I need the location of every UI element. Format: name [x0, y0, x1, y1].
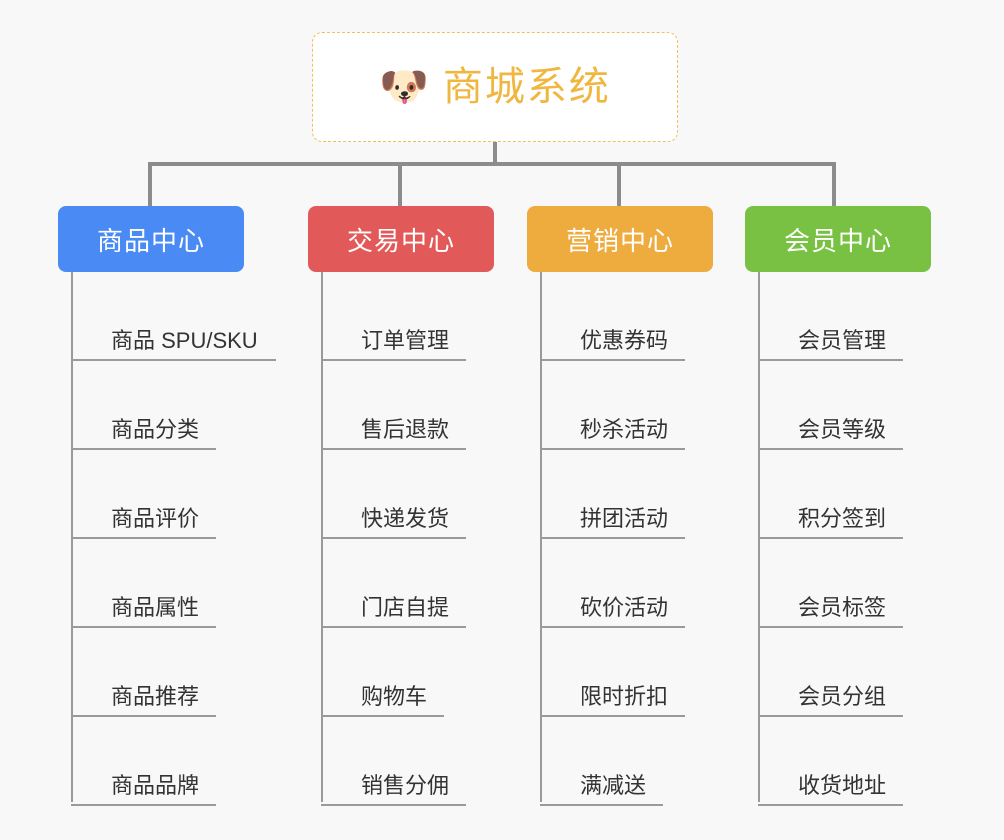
list-item[interactable]: 收货地址	[758, 717, 988, 806]
connector-drop-3	[617, 164, 621, 208]
leaf-column-product-center: 商品 SPU/SKU 商品分类 商品评价 商品属性 商品推荐 商品品牌	[71, 272, 301, 806]
list-item[interactable]: 积分签到	[758, 450, 988, 539]
list-item[interactable]: 商品 SPU/SKU	[71, 272, 301, 361]
root-node-mall-system[interactable]: 🐶 商城系统	[312, 32, 678, 142]
leaf-label: 订单管理	[361, 328, 450, 353]
leaf-rule	[71, 448, 216, 450]
leaf-rule	[71, 715, 216, 717]
leaf-label: 快递发货	[361, 506, 450, 531]
leaf-rule	[758, 359, 903, 361]
leaf-rule	[758, 626, 903, 628]
leaf-column-trade-center: 订单管理 售后退款 快递发货 门店自提 购物车 销售分佣	[321, 272, 551, 806]
list-item[interactable]: 商品属性	[71, 539, 301, 628]
list-item[interactable]: 会员管理	[758, 272, 988, 361]
list-item[interactable]: 销售分佣	[321, 717, 551, 806]
list-item[interactable]: 会员标签	[758, 539, 988, 628]
leaf-rule	[540, 715, 685, 717]
leaf-label: 秒杀活动	[580, 417, 669, 442]
leaf-label: 会员等级	[798, 417, 887, 442]
leaf-label: 拼团活动	[580, 506, 669, 531]
connector-horizontal-bus	[148, 162, 836, 166]
leaf-rule	[321, 626, 466, 628]
dog-face-icon: 🐶	[379, 65, 429, 109]
leaf-rule	[758, 448, 903, 450]
leaf-label: 限时折扣	[580, 684, 669, 709]
leaf-rule	[71, 537, 216, 539]
leaf-rule	[758, 537, 903, 539]
category-box-member-center[interactable]: 会员中心	[745, 206, 931, 272]
list-item[interactable]: 优惠券码	[540, 272, 770, 361]
leaf-label: 砍价活动	[580, 595, 669, 620]
leaf-column-marketing-center: 优惠券码 秒杀活动 拼团活动 砍价活动 限时折扣 满减送	[540, 272, 770, 806]
list-item[interactable]: 拼团活动	[540, 450, 770, 539]
leaf-label: 购物车	[361, 684, 428, 709]
leaf-rule	[321, 537, 466, 539]
list-item[interactable]: 砍价活动	[540, 539, 770, 628]
leaf-rule	[321, 359, 466, 361]
list-item[interactable]: 商品评价	[71, 450, 301, 539]
category-box-product-center[interactable]: 商品中心	[58, 206, 244, 272]
leaf-rule	[758, 715, 903, 717]
list-item[interactable]: 快递发货	[321, 450, 551, 539]
leaf-rule	[321, 448, 466, 450]
leaf-label: 商品推荐	[111, 684, 200, 709]
leaf-label: 会员标签	[798, 595, 887, 620]
connector-drop-4	[832, 164, 836, 208]
category-box-trade-center[interactable]: 交易中心	[308, 206, 494, 272]
leaf-rule	[321, 715, 444, 717]
category-box-marketing-center[interactable]: 营销中心	[527, 206, 713, 272]
leaf-rule	[540, 359, 685, 361]
leaf-label: 商品品牌	[111, 773, 200, 798]
leaf-label: 商品评价	[111, 506, 200, 531]
list-item[interactable]: 门店自提	[321, 539, 551, 628]
connector-root-stem	[493, 142, 497, 164]
list-item[interactable]: 订单管理	[321, 272, 551, 361]
category-label: 营销中心	[565, 225, 674, 256]
list-item[interactable]: 满减送	[540, 717, 770, 806]
list-item[interactable]: 会员等级	[758, 361, 988, 450]
category-label: 会员中心	[783, 225, 892, 256]
category-label: 交易中心	[346, 225, 455, 256]
category-label: 商品中心	[96, 225, 205, 256]
list-item[interactable]: 售后退款	[321, 361, 551, 450]
leaf-rule	[540, 804, 663, 806]
leaf-label: 优惠券码	[580, 328, 669, 353]
list-item[interactable]: 商品品牌	[71, 717, 301, 806]
leaf-label: 积分签到	[798, 506, 887, 531]
leaf-rule	[758, 804, 903, 806]
list-item[interactable]: 购物车	[321, 628, 551, 717]
leaf-label: 满减送	[580, 773, 647, 798]
leaf-rule	[540, 626, 685, 628]
leaf-label: 商品属性	[111, 595, 200, 620]
leaf-label: 商品 SPU/SKU	[111, 328, 258, 353]
leaf-label: 会员管理	[798, 328, 887, 353]
leaf-label: 售后退款	[361, 417, 450, 442]
leaf-rule	[540, 448, 685, 450]
leaf-label: 会员分组	[798, 684, 887, 709]
root-node-label: 商城系统	[442, 65, 611, 109]
list-item[interactable]: 商品分类	[71, 361, 301, 450]
connector-drop-2	[398, 164, 402, 208]
leaf-column-member-center: 会员管理 会员等级 积分签到 会员标签 会员分组 收货地址	[758, 272, 988, 806]
connector-drop-1	[148, 164, 152, 208]
list-item[interactable]: 商品推荐	[71, 628, 301, 717]
leaf-rule	[71, 359, 276, 361]
leaf-label: 收货地址	[798, 773, 887, 798]
leaf-rule	[540, 537, 685, 539]
leaf-rule	[321, 804, 466, 806]
leaf-rule	[71, 626, 216, 628]
leaf-rule	[71, 804, 216, 806]
list-item[interactable]: 会员分组	[758, 628, 988, 717]
leaf-label: 门店自提	[361, 595, 450, 620]
leaf-label: 销售分佣	[361, 773, 450, 798]
list-item[interactable]: 限时折扣	[540, 628, 770, 717]
list-item[interactable]: 秒杀活动	[540, 361, 770, 450]
leaf-label: 商品分类	[111, 417, 200, 442]
